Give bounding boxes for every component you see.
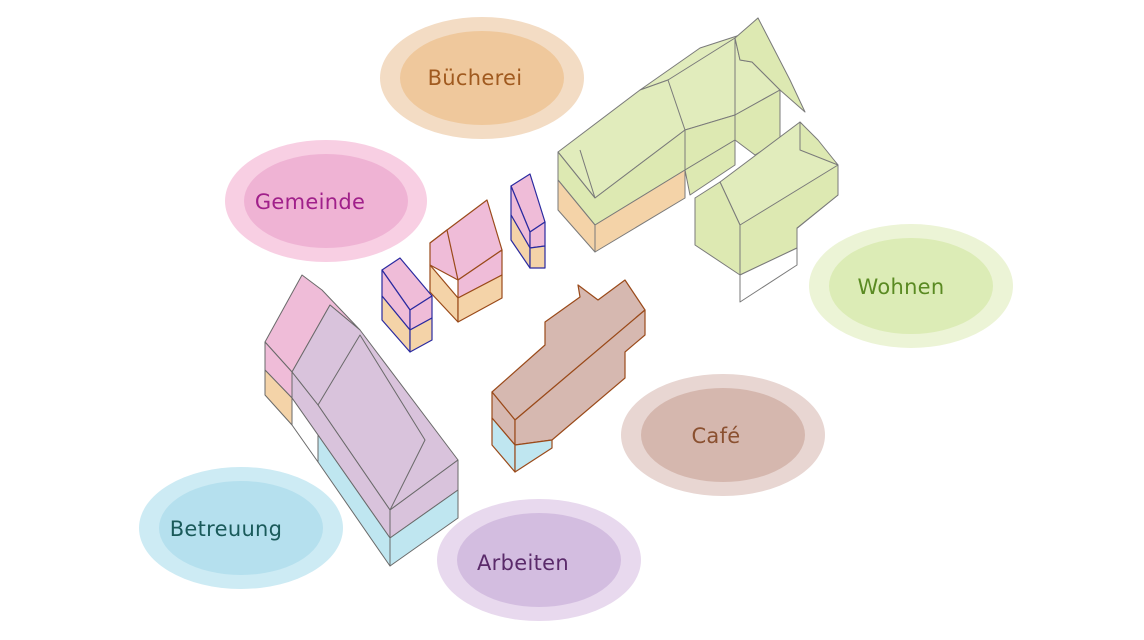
small-tower-side-lower	[529, 245, 546, 269]
long-hall-cyan-side	[389, 489, 459, 567]
betreuung-inner	[159, 481, 323, 575]
cafe-bubble: Café	[621, 374, 825, 496]
cafe-inner	[641, 388, 805, 482]
small-cube-block	[381, 257, 433, 353]
wohnen-inner	[829, 238, 993, 334]
small-cube-side-lower	[409, 317, 433, 353]
arbeiten-inner	[457, 513, 621, 607]
long-hall-block	[264, 274, 459, 567]
housing-ridge-line	[667, 79, 686, 131]
gemeinde-label: Gemeinde	[255, 190, 365, 214]
housing-block	[557, 17, 839, 303]
cafe-block	[491, 279, 646, 473]
cafe-label: Café	[691, 424, 740, 448]
betreuung-bubble: Betreuung	[139, 467, 343, 589]
small-tower-block	[510, 173, 546, 269]
gemeinde-bubble: Gemeinde	[225, 140, 427, 262]
gemeinde-inner	[244, 154, 408, 248]
housing-main-roof-right	[734, 17, 806, 113]
buecherei-label: Bücherei	[428, 66, 523, 90]
housing-front-wall-green-2	[684, 139, 736, 196]
housing-front-wall-peach-2	[594, 169, 686, 253]
buecherei-bubble: Bücherei	[380, 17, 584, 139]
buecherei-inner	[400, 31, 564, 125]
housing-ridge-line-3	[579, 149, 596, 199]
community-house-front-lower	[457, 274, 503, 323]
housing-right-wing-hip	[799, 121, 839, 166]
wohnen-bubble: Wohnen	[809, 224, 1013, 348]
housing-open-ground	[739, 247, 798, 303]
arbeiten-bubble: Arbeiten	[437, 499, 641, 621]
wohnen-label: Wohnen	[857, 275, 944, 299]
arbeiten-label: Arbeiten	[477, 551, 569, 575]
betreuung-label: Betreuung	[170, 517, 283, 541]
community-house-block	[429, 199, 503, 323]
cafe-block-side-lower	[514, 439, 553, 473]
